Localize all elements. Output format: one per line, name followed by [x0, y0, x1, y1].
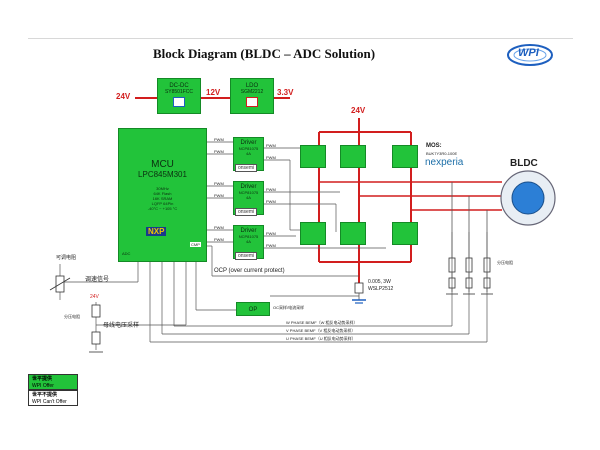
pwm-label: PWM [214, 137, 224, 142]
mosfet-low-v [340, 222, 366, 245]
mosfet-high-w [392, 145, 418, 168]
legend-offer: 世平提供 WPI Offer [28, 374, 78, 390]
silergy-logo-icon [173, 97, 185, 107]
pwm-label: PWM [266, 199, 276, 204]
op-block: OP [236, 302, 270, 316]
ocp-label: OCP (over current protect) [214, 268, 285, 274]
mcu-spec: -40°C ~ +105 °C [147, 206, 178, 211]
dcdc-title: DC-DC [169, 83, 189, 89]
bus-voltage: 24V [351, 106, 366, 115]
pwm-label: PWM [266, 243, 276, 248]
pwm-label: PWM [266, 187, 276, 192]
mid-voltage: 12V [206, 88, 221, 97]
mosfet-high-v [340, 145, 366, 168]
pwm-label: PWM [266, 231, 276, 236]
ldo-block: LDO SGM2212 [230, 78, 274, 114]
legend-sub: WPI Offer [32, 383, 54, 389]
mosfet-low-w [392, 222, 418, 245]
mcu-spec: 16K SRAM [152, 196, 173, 201]
cmp-label: CMP [190, 242, 201, 247]
pwm-label: PWM [214, 193, 224, 198]
mcu-specs: 30MHz 64K Flash 16K SRAM LQFP 64Pin -40°… [119, 186, 206, 211]
onsemi-logo: onsemi [235, 252, 258, 260]
driver-title: Driver [240, 184, 257, 190]
divider-voltage: 24V [90, 294, 99, 300]
mcu-title: MCU [151, 159, 174, 170]
pwm-label: PWM [214, 237, 224, 242]
legend-cant-offer: 世平不提供 WPI Can't Offer [28, 390, 78, 406]
mos-part: BUK7Y3R0-100E [426, 151, 458, 156]
driver-amp: 4A [246, 239, 251, 244]
driver-part: NCP81075 [238, 190, 259, 195]
driver-title: Driver [240, 228, 257, 234]
ldo-part: SGM2212 [240, 89, 264, 95]
shunt-part: WSLP2512 [368, 286, 394, 292]
bemf-u-label: U PHASE BEMF（U 相反电动势采样） [286, 336, 356, 341]
mcu-spec: LQFP 64Pin [151, 201, 174, 206]
divider-label: 分压电阻 [64, 314, 80, 319]
onsemi-logo: onsemi [235, 164, 258, 172]
onsemi-logo: onsemi [235, 208, 258, 216]
op-note: OC采样/电流采样 [273, 305, 305, 310]
pwm-label: PWM [214, 149, 224, 154]
mosfet-high-u [300, 145, 326, 168]
bemf-w-label: W PHASE BEMF（W 相反电动势采样） [286, 320, 358, 325]
nexperia-logo: nexperia [425, 157, 464, 168]
dcdc-part: SY8501FCC [164, 89, 194, 95]
top-rule [28, 38, 573, 39]
legend-sub: WPI Can't Offer [32, 399, 67, 405]
speed-signal-label: 调速信号 [85, 277, 110, 283]
pwm-label: PWM [214, 225, 224, 230]
nxp-logo: NXP [146, 227, 167, 236]
mcu-spec: 64K Flash [153, 191, 172, 196]
adc-label: ADC [122, 251, 131, 256]
bus-sense-label: 母线电压采样 [103, 323, 140, 329]
bemf-v-label: V PHASE BEMF（V 相反电动势采样） [286, 328, 356, 333]
mcu-spec: 30MHz [156, 186, 169, 191]
shunt-value: 0.005, 3W [368, 279, 391, 285]
legend-title: 世平提供 [32, 376, 53, 382]
ldo-title: LDO [245, 83, 259, 89]
driver-part: NCP81075 [238, 146, 259, 151]
mos-label: MOS: [426, 143, 442, 149]
driver-part: NCP81075 [238, 234, 259, 239]
legend-title: 世平不提供 [32, 392, 58, 398]
motor-label: BLDC [510, 158, 538, 169]
output-voltage: 3.3V [277, 88, 294, 97]
mcu-block: MCU LPC845M301 30MHz 64K Flash 16K SRAM … [118, 128, 207, 262]
mcu-part: LPC845M301 [138, 170, 187, 179]
dcdc-block: DC-DC SY8501FCC [157, 78, 201, 114]
sgmicro-logo-icon [246, 97, 258, 107]
pwm-label: PWM [266, 143, 276, 148]
right-divider-label: 分压电阻 [497, 260, 513, 265]
driver-amp: 4A [246, 151, 251, 156]
driver-title: Driver [240, 140, 257, 146]
driver-amp: 4A [246, 195, 251, 200]
page-title: Block Diagram (BLDC – ADC Solution) [153, 46, 376, 61]
wpi-logo [507, 44, 553, 66]
mosfet-low-u [300, 222, 326, 245]
logo-text: WPI [518, 47, 539, 59]
pot-label: 可调电阻 [56, 255, 77, 261]
input-voltage: 24V [116, 92, 131, 101]
pwm-label: PWM [266, 155, 276, 160]
pwm-label: PWM [214, 181, 224, 186]
